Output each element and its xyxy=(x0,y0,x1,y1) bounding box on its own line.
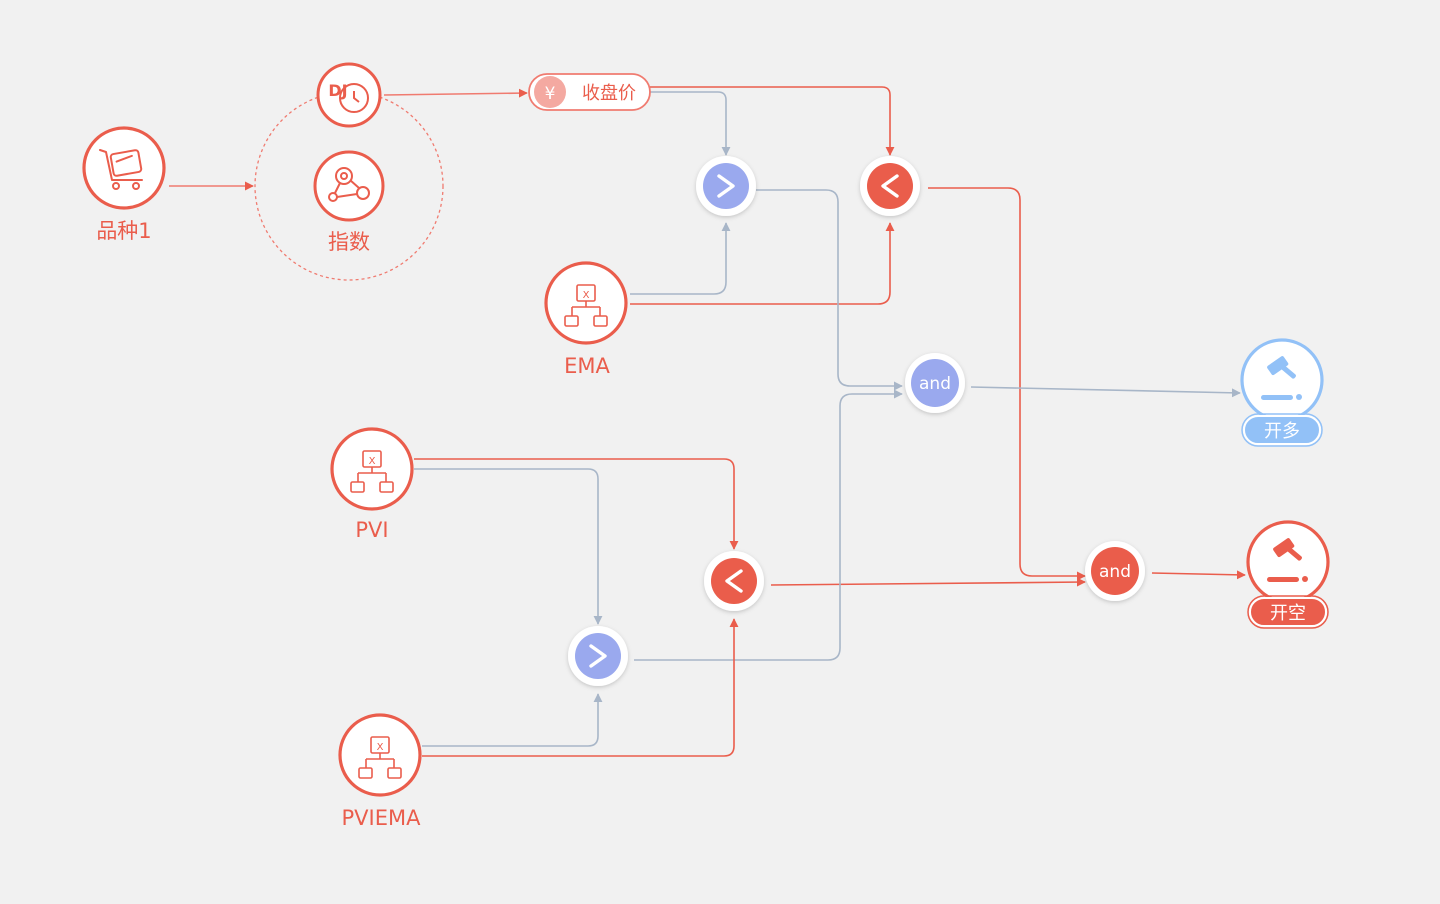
pviema-node[interactable]: X PVIEMA xyxy=(338,713,422,830)
indicator-group-ring xyxy=(254,91,444,281)
pviema-glyph: X xyxy=(377,742,384,753)
edge-lt-to-and-bottom[interactable] xyxy=(928,187,1086,581)
and-operator-top[interactable]: and xyxy=(905,353,965,413)
open-short-node[interactable]: 开空 xyxy=(1246,520,1330,629)
and-operator-bottom[interactable]: and xyxy=(1085,541,1145,601)
variety-label: 品种1 xyxy=(96,219,151,243)
less-than-icon xyxy=(881,174,899,198)
edge-and-bottom-to-open-short[interactable] xyxy=(1151,570,1246,580)
edge-and-top-to-open-long[interactable] xyxy=(970,386,1241,398)
and-bottom-label: and xyxy=(1099,562,1131,582)
edges xyxy=(169,86,1246,757)
dj-node[interactable]: DJ xyxy=(316,62,382,128)
function-tree-icon xyxy=(564,284,608,327)
edge-lt-mid-to-and-bottom[interactable] xyxy=(770,577,1086,587)
open-long-node[interactable]: 开多 xyxy=(1240,338,1324,447)
edge-ema-to-lt[interactable] xyxy=(630,222,895,305)
gt-operator-top[interactable] xyxy=(696,156,756,216)
dj-clock-icon: DJ xyxy=(328,81,369,113)
gavel-icon xyxy=(1267,538,1308,582)
settings-network-icon xyxy=(328,167,370,202)
gavel-icon xyxy=(1261,356,1302,400)
pvi-glyph: X xyxy=(369,456,376,467)
pviema-label: PVIEMA xyxy=(342,806,422,830)
function-tree-icon xyxy=(350,450,394,493)
index-node[interactable]: 指数 xyxy=(313,150,385,254)
edge-pviema-to-gt-bottom[interactable] xyxy=(422,693,603,747)
and-top-label: and xyxy=(919,374,951,394)
edge-pviema-to-lt-mid[interactable] xyxy=(422,618,739,757)
edge-dj-to-close-price[interactable] xyxy=(383,88,528,98)
edge-ema-to-gt[interactable] xyxy=(630,222,731,295)
close-price-node[interactable]: ¥ 收盘价 xyxy=(528,73,651,111)
edge-pvi-to-gt-bottom[interactable] xyxy=(414,468,603,625)
ema-node[interactable]: X EMA xyxy=(544,261,628,378)
ema-label: EMA xyxy=(564,354,610,378)
edge-close-price-to-lt[interactable] xyxy=(650,86,895,156)
ema-glyph: X xyxy=(583,290,590,301)
pvi-node[interactable]: X PVI xyxy=(330,427,414,542)
open-short-label: 开空 xyxy=(1270,603,1306,624)
lt-operator-mid[interactable] xyxy=(704,551,764,611)
gt-operator-bottom[interactable] xyxy=(568,626,628,686)
variety-node[interactable]: 品种1 xyxy=(82,126,166,243)
lt-operator-top[interactable] xyxy=(860,156,920,216)
open-long-label: 开多 xyxy=(1264,421,1300,442)
index-label: 指数 xyxy=(328,230,370,254)
close-price-label: 收盘价 xyxy=(582,83,636,104)
edge-close-price-to-gt[interactable] xyxy=(650,91,731,156)
function-tree-icon xyxy=(358,736,402,779)
shopping-cart-icon xyxy=(99,149,143,190)
edge-gt-to-and-top[interactable] xyxy=(756,189,903,391)
edge-gt-bottom-to-and-top[interactable] xyxy=(634,389,903,661)
dj-glyph: DJ xyxy=(328,81,347,100)
pvi-label: PVI xyxy=(355,518,388,542)
greater-than-icon xyxy=(589,644,607,668)
edge-pvi-to-lt-mid[interactable] xyxy=(414,458,739,550)
yuan-icon: ¥ xyxy=(545,84,556,104)
greater-than-icon xyxy=(717,174,735,198)
less-than-icon xyxy=(725,569,743,593)
